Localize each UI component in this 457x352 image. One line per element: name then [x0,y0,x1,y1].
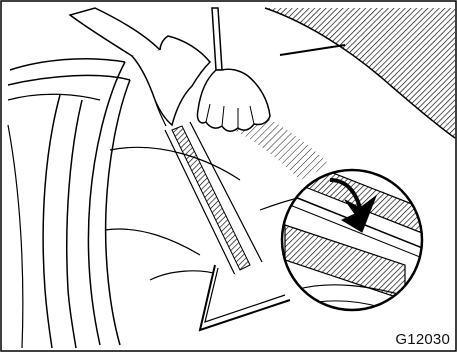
figure-code: G12030 [394,332,451,347]
